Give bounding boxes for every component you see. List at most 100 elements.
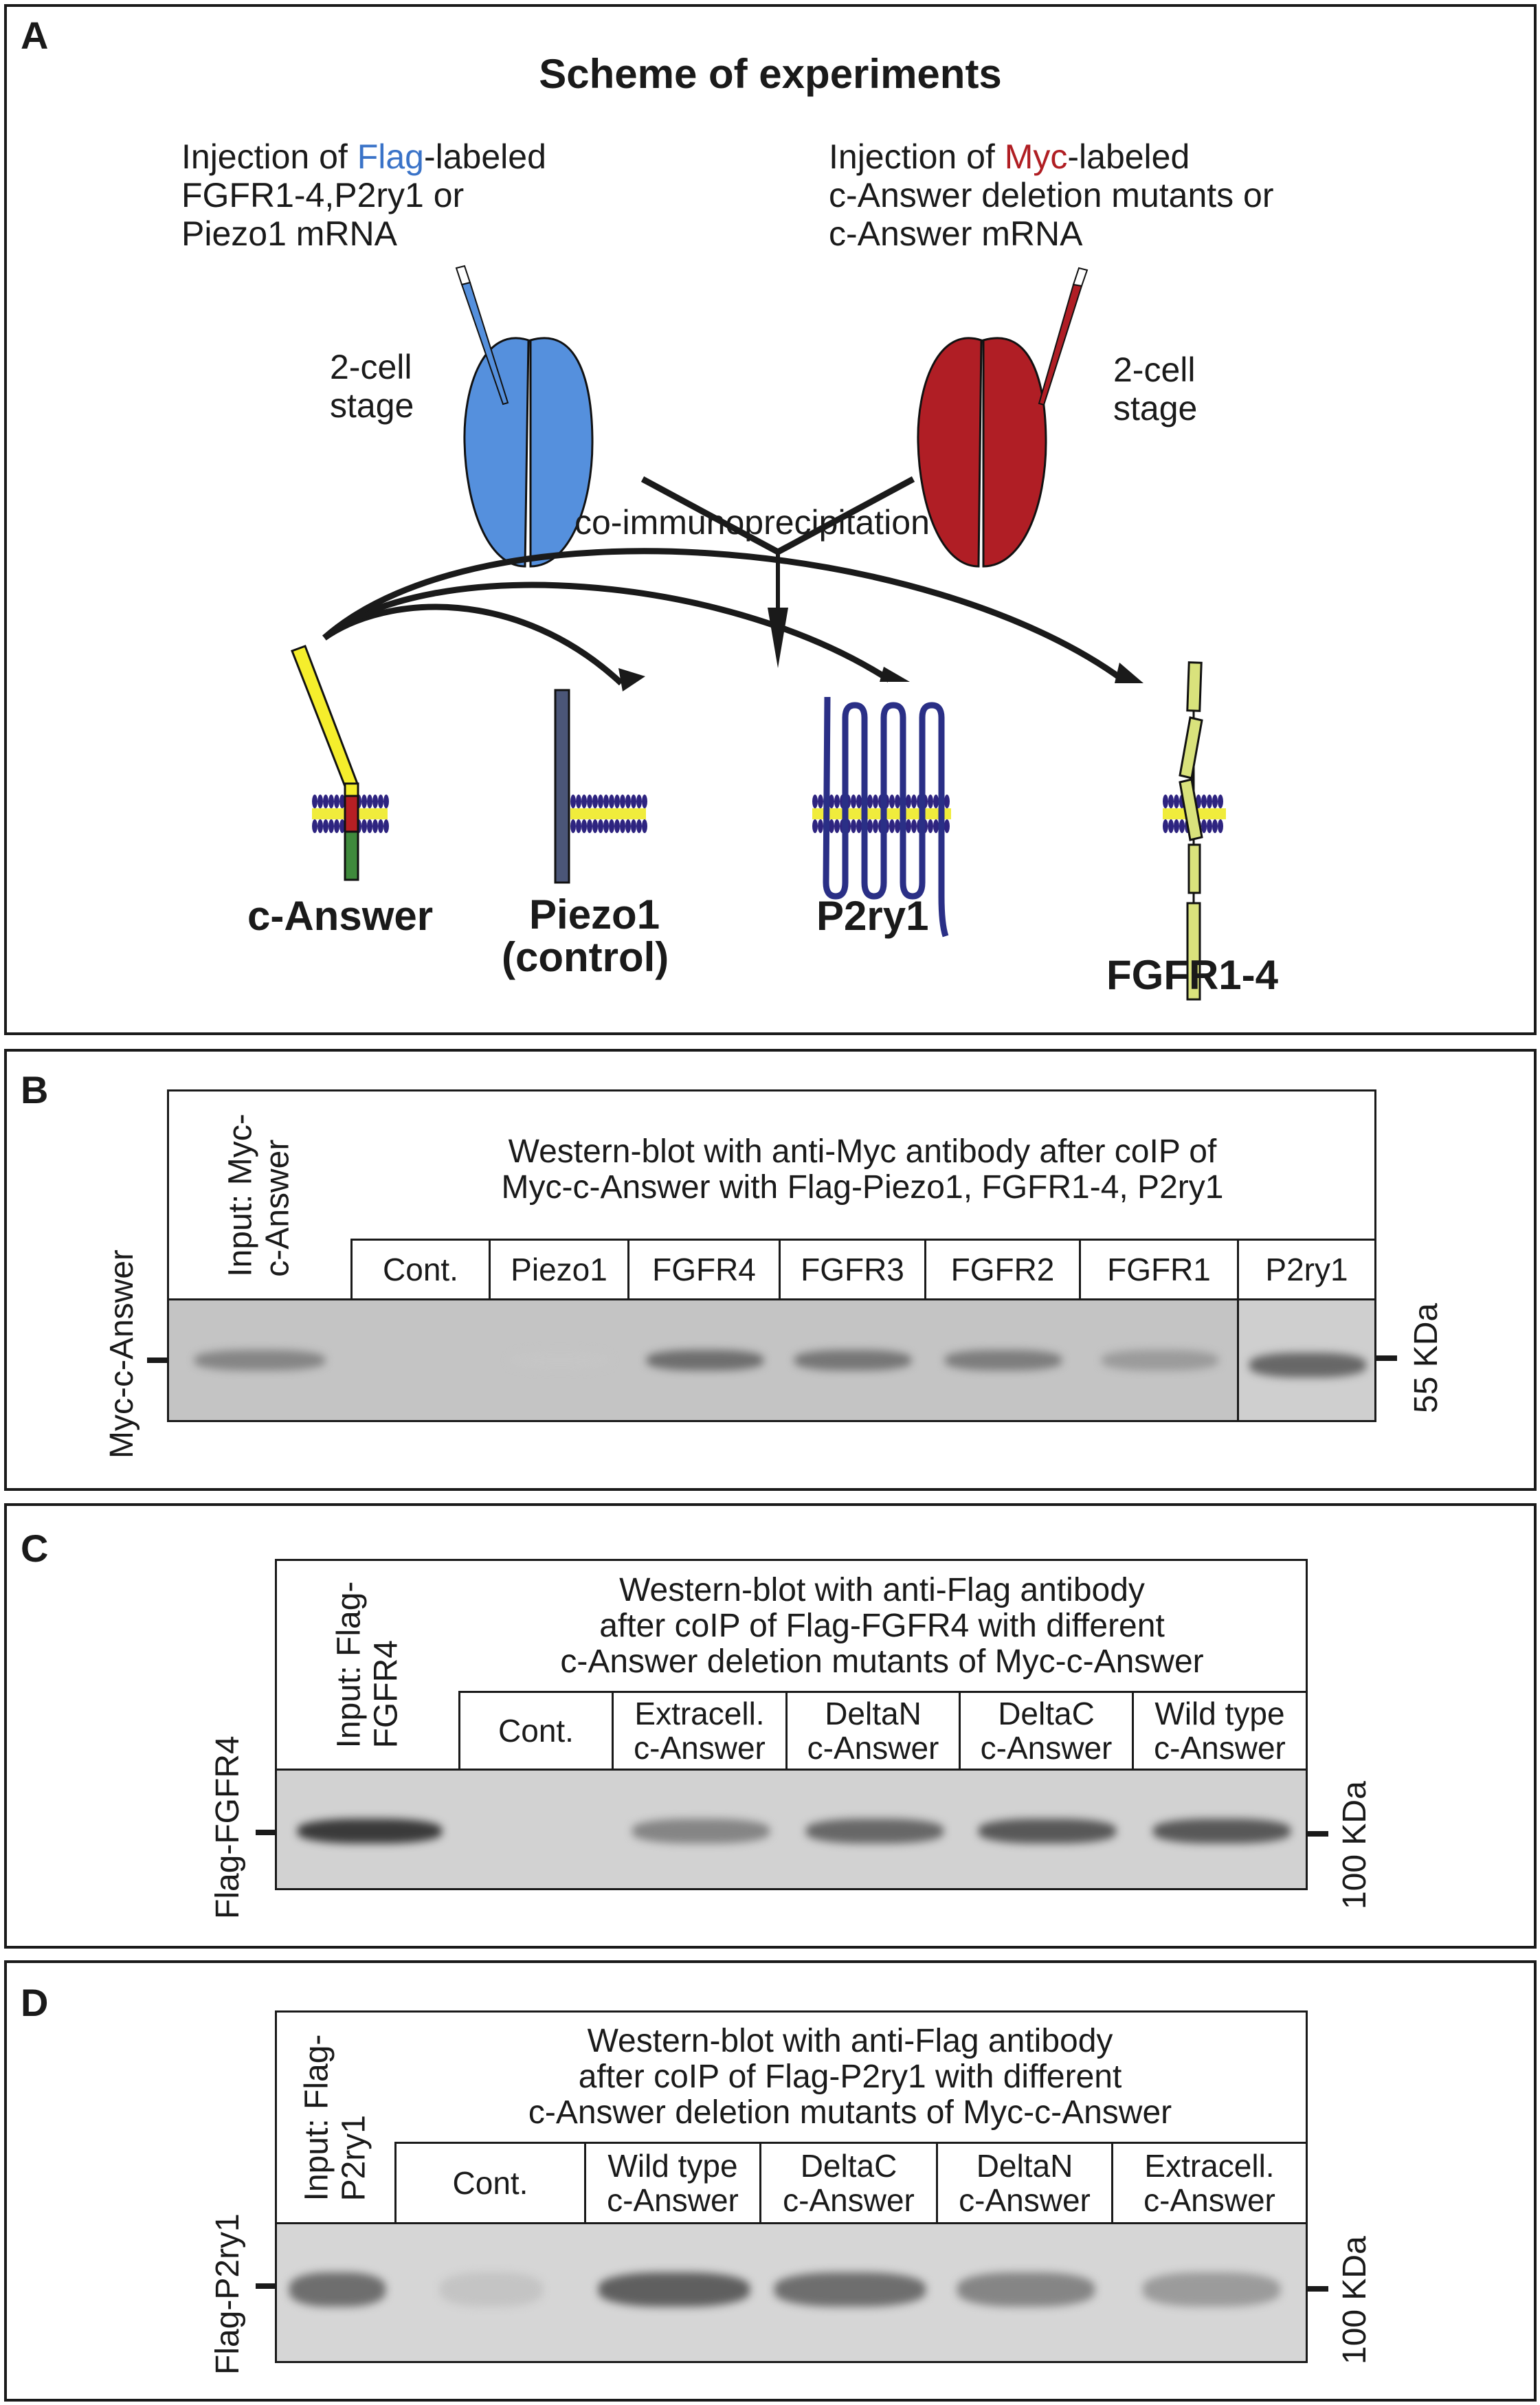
molecule-label-fgfr: FGFR1-4 — [1106, 952, 1279, 998]
stage-right-line1: 2-cell — [1113, 351, 1196, 389]
d-band — [289, 2272, 386, 2307]
d-lane-label: Extracell.c-Answer — [1143, 2148, 1275, 2218]
b-lane-label: Cont. — [383, 1252, 458, 1287]
myc-tag: Myc — [1004, 137, 1068, 176]
arrow-to-fgfr — [322, 548, 1125, 683]
b-band — [794, 1350, 911, 1371]
b-title-text: Western-blot with anti-Myc antibody afte… — [501, 1133, 1224, 1206]
arrowhead-p2ry1-icon — [880, 667, 910, 682]
right-injection-prefix: Injection of — [829, 137, 1005, 176]
d-band — [957, 2272, 1095, 2307]
molecule-label-p2ry1: P2ry1 — [816, 893, 929, 939]
d-marker-tick — [1308, 2286, 1328, 2292]
b-lane-header: Piezo1 — [489, 1239, 629, 1300]
coip-label: co-immunoprecipitation — [574, 503, 930, 542]
c-marker-tick — [1308, 1831, 1328, 1837]
c-blot — [275, 1769, 1308, 1890]
b-band — [1102, 1350, 1218, 1371]
c-lane-label: Extracell.c-Answer — [634, 1696, 766, 1766]
d-lane-header: Extracell.c-Answer — [1111, 2142, 1308, 2224]
b-lane-header: FGFR1 — [1079, 1239, 1239, 1300]
b-blot-main — [167, 1298, 1239, 1422]
stage-left-line1: 2-cell — [330, 348, 412, 386]
b-band — [194, 1350, 325, 1371]
stage-right-line2: stage — [1113, 389, 1198, 428]
fgfr-molecule-icon — [1179, 661, 1203, 1001]
c-band — [1153, 1819, 1291, 1843]
d-input-header: Input: Flag-P2ry1 — [275, 2010, 397, 2224]
b-band — [1249, 1353, 1366, 1377]
d-side-tick — [256, 2283, 276, 2289]
left-injection-line2: FGFR1-4,P2ry1 or — [181, 176, 465, 214]
b-input-header: Input: Myc-c-Answer — [167, 1089, 353, 1300]
b-lane-header: FGFR3 — [779, 1239, 926, 1300]
molecule-label-c-answer: c-Answer — [247, 893, 434, 939]
b-band — [509, 1350, 612, 1371]
piezo1-molecule-icon — [554, 689, 570, 884]
d-lane-label: Cont. — [452, 2165, 528, 2201]
arrowhead-piezo1-icon — [618, 668, 645, 691]
arrow-to-piezo1 — [322, 603, 624, 686]
right-injection-line3: c-Answer mRNA — [829, 214, 1083, 253]
d-band — [440, 2272, 543, 2307]
panel-c-label: C — [21, 1527, 49, 1570]
stage-left-label: 2-cell stage — [330, 348, 414, 425]
stage-left-line2: stage — [330, 386, 414, 425]
d-side-label: Flag-P2ry1 — [210, 2213, 246, 2375]
panel-d-label: D — [21, 1981, 49, 2024]
scheme-title: Scheme of experiments — [539, 51, 1002, 97]
c-lane-label: Cont. — [498, 1713, 574, 1749]
piezo1-label: Piezo1 — [529, 891, 660, 938]
stage-right-label: 2-cell stage — [1113, 351, 1197, 428]
c-band — [806, 1819, 944, 1843]
c-lane-header: Cont. — [458, 1691, 614, 1771]
b-lane-label: P2ry1 — [1265, 1252, 1348, 1287]
d-marker-label: 100 KDa — [1337, 2236, 1373, 2364]
scheme-diagram — [291, 265, 1226, 1001]
right-injection-text: Injection of Myc-labeled c-Answer deleti… — [829, 137, 1274, 253]
b-lane-header: Cont. — [350, 1239, 491, 1300]
b-lane-label: FGFR1 — [1107, 1252, 1211, 1287]
right-injection-line2: c-Answer deletion mutants or — [829, 176, 1274, 214]
b-lane-header: FGFR4 — [627, 1239, 781, 1300]
interaction-arrows — [322, 548, 1125, 686]
panel-b-label: B — [21, 1068, 49, 1111]
blue-embryo-icon — [455, 265, 594, 568]
left-injection-suffix: -labeled — [423, 137, 546, 176]
arrowhead-fgfr-icon — [1115, 663, 1143, 683]
c-input-header: Input: Flag-FGFR4 — [275, 1559, 460, 1771]
b-band — [647, 1350, 763, 1371]
c-band — [298, 1819, 442, 1843]
b-lane-label: FGFR4 — [652, 1252, 756, 1287]
right-injection-suffix: -labeled — [1067, 137, 1190, 176]
panel-a-label: A — [21, 14, 49, 57]
panel-a: A Scheme of experiments Injection of Fla… — [4, 4, 1537, 1035]
b-lane-header: FGFR2 — [924, 1239, 1081, 1300]
b-marker-tick — [1376, 1355, 1397, 1361]
cell-membranes — [312, 795, 1226, 833]
b-band — [945, 1350, 1062, 1371]
c-side-tick — [256, 1830, 276, 1835]
b-side-label: Myc-c-Answer — [104, 1249, 140, 1459]
left-injection-text: Injection of Flag-labeled FGFR1-4,P2ry1 … — [181, 137, 546, 253]
c-band — [632, 1819, 770, 1843]
d-band — [1143, 2272, 1280, 2307]
b-side-tick — [147, 1357, 168, 1363]
b-lane-label: FGFR2 — [950, 1252, 1055, 1287]
c-lane-header: Extracell.c-Answer — [612, 1691, 788, 1771]
left-injection-line3: Piezo1 mRNA — [181, 214, 397, 253]
piezo1-sublabel: (control) — [502, 934, 669, 980]
